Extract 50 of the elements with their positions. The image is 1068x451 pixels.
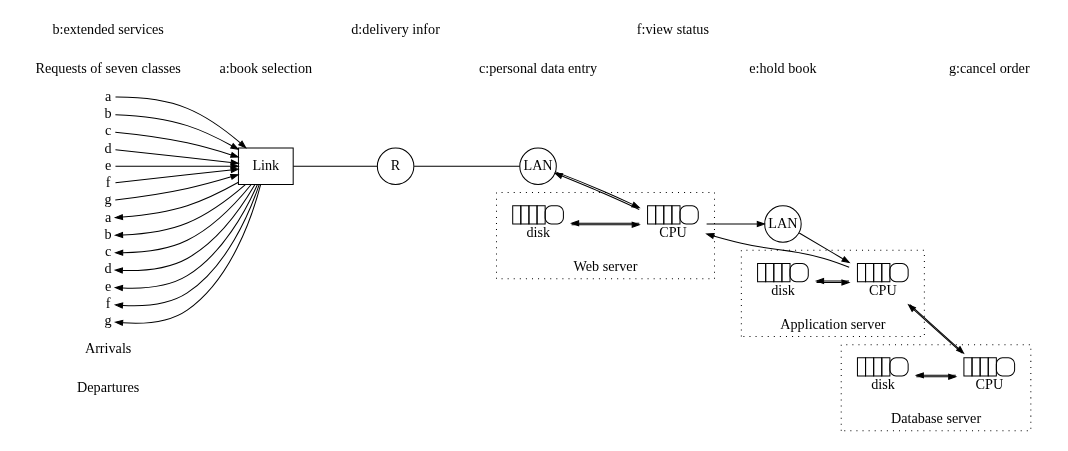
node-label: CPU: [869, 282, 897, 299]
node-text: b: [104, 225, 112, 242]
node-text: e: [104, 277, 112, 294]
connector: [292, 165, 378, 167]
arrow: [113, 183, 258, 292]
node-text: a: [104, 208, 112, 225]
arrow: [113, 184, 246, 239]
label: g:cancel order: [948, 59, 1030, 76]
label: Requests of seven classes: [35, 59, 181, 76]
arrow: [114, 131, 240, 158]
label: d:delivery infor: [351, 21, 440, 38]
label: Arrivals: [84, 340, 132, 357]
arrow: [114, 114, 240, 151]
node-circle: R: [376, 147, 415, 185]
node-label: disk: [871, 376, 895, 393]
arrow: [114, 163, 240, 170]
node-text: b: [104, 105, 112, 122]
label: f:view status: [636, 21, 709, 38]
node-label: CPU: [659, 224, 687, 241]
label: b:extended services: [52, 21, 164, 38]
node-label: disk: [771, 282, 795, 299]
label: c:personal data entry: [478, 59, 598, 76]
node-text: g: [104, 312, 112, 329]
node-text: f: [105, 174, 111, 191]
label: a:book selection: [219, 59, 313, 76]
node-box: Link: [237, 147, 294, 185]
label: e:hold book: [749, 59, 817, 76]
node-text: c: [104, 122, 112, 139]
label: Departures: [77, 378, 140, 395]
node-text: d: [104, 139, 112, 156]
node-text: g: [104, 191, 112, 208]
node-label: CPU: [975, 376, 1004, 393]
node-label: disk: [526, 224, 551, 241]
arrow: [706, 220, 766, 228]
arrow: [113, 184, 256, 274]
arrow: [114, 184, 252, 256]
node-text: c: [104, 243, 112, 260]
arrow: [114, 166, 240, 184]
connector: [413, 165, 521, 167]
arrow: [115, 96, 247, 149]
arrow: [798, 232, 851, 264]
node-text: f: [105, 294, 111, 311]
node-text: a: [104, 87, 112, 104]
arrow: [705, 233, 850, 268]
node-circle: LAN: [764, 205, 802, 243]
node-circle: LAN: [519, 147, 557, 185]
arrow: [113, 181, 239, 221]
node-text: e: [104, 156, 112, 173]
node-text: d: [104, 260, 112, 277]
arrow: [114, 173, 240, 201]
